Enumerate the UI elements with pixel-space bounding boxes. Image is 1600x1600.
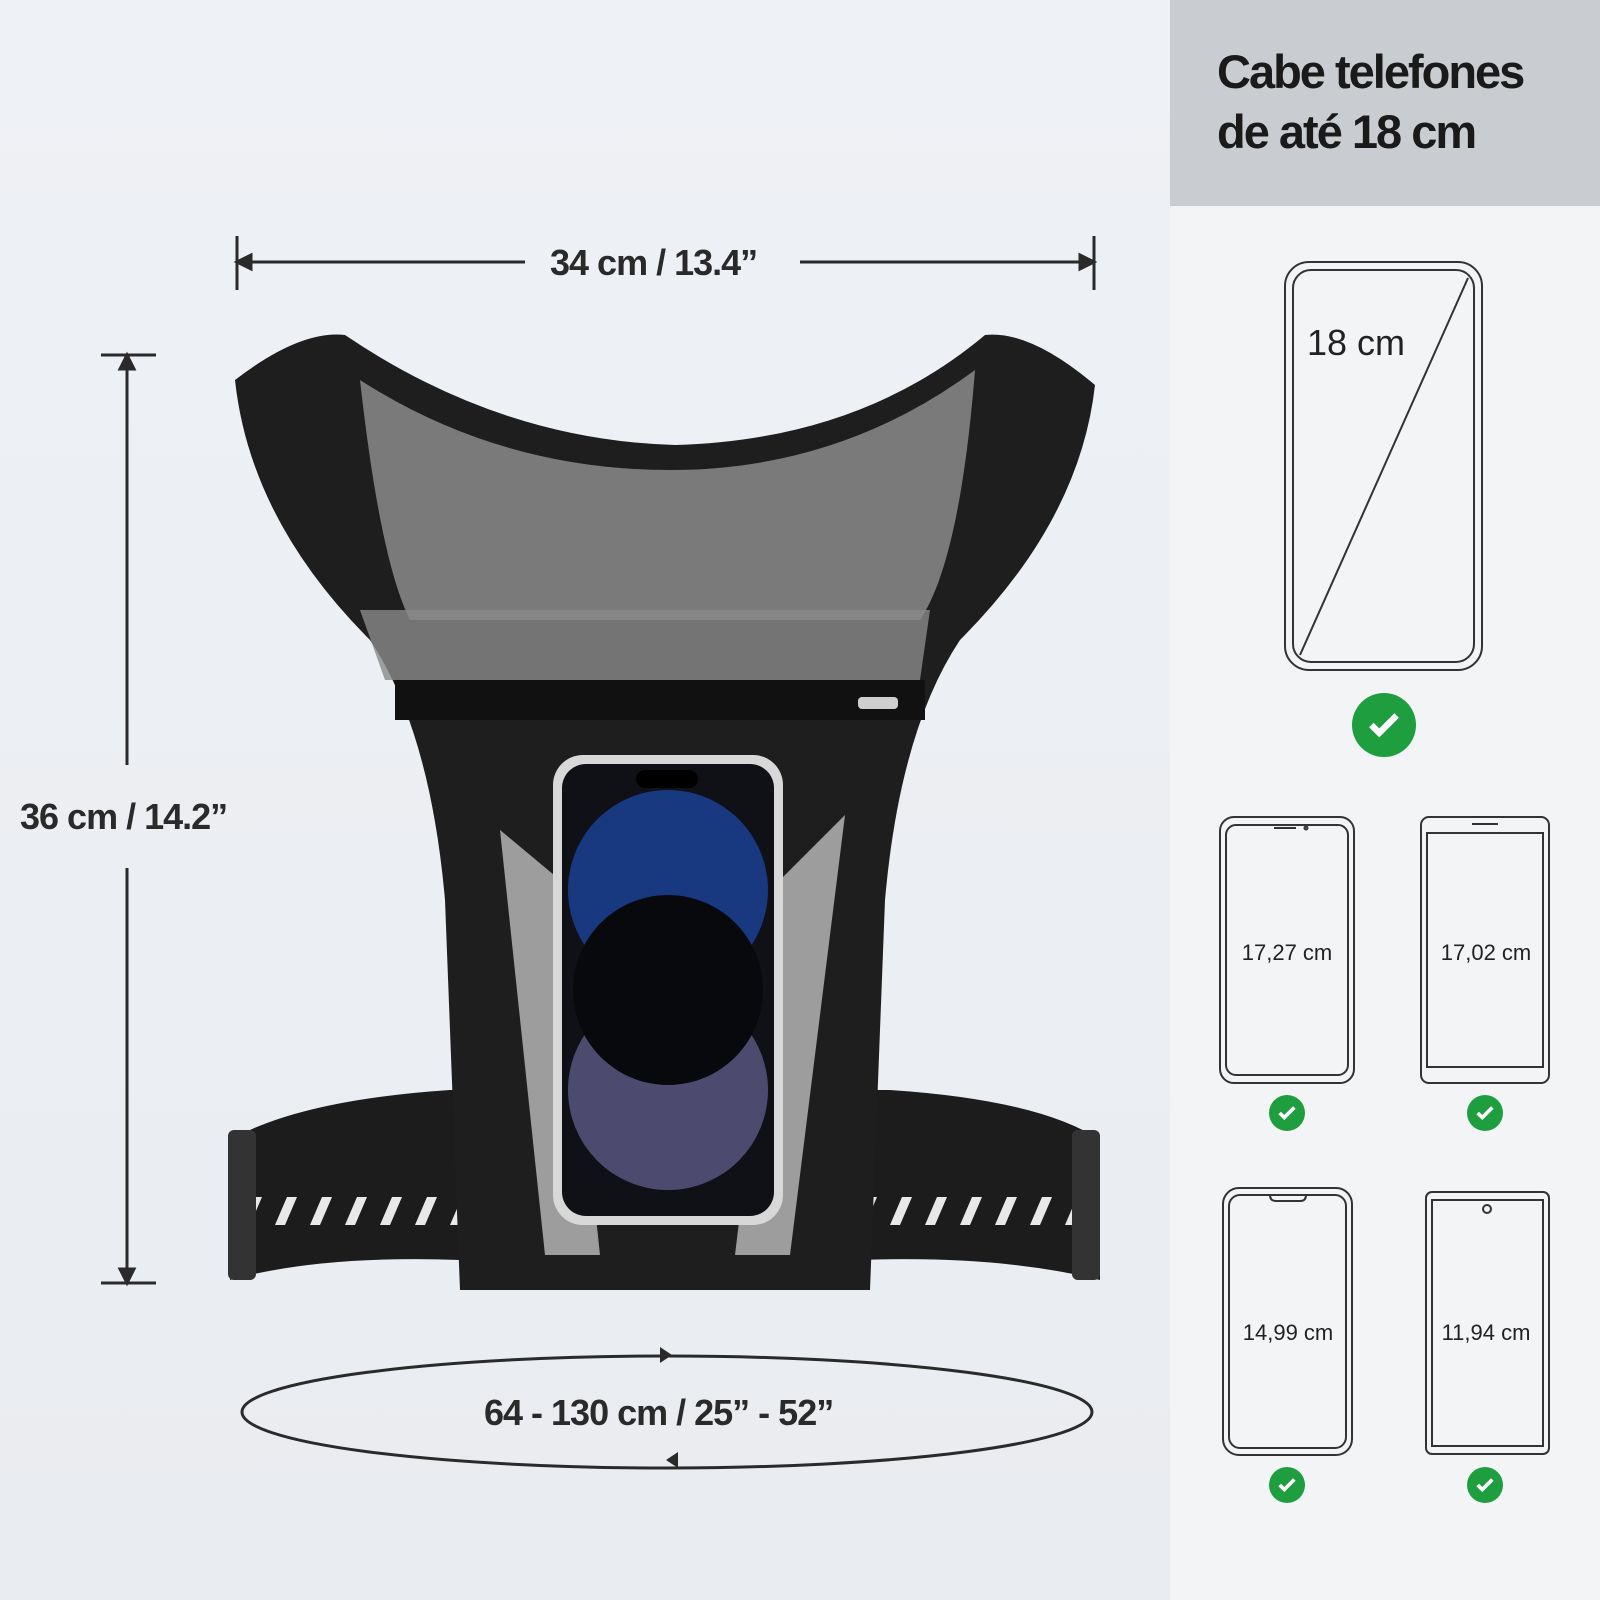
phone-outline-icon-3 <box>1222 1187 1353 1456</box>
compatibility-panel <box>1170 0 1600 1600</box>
check-icon <box>1269 1095 1305 1131</box>
title-line-2: de até 18 cm <box>1217 105 1477 158</box>
width-dimension-line <box>233 236 1098 290</box>
vest-illustration <box>101 236 1100 1470</box>
height-label: 36 cm / 14.2” <box>20 796 228 837</box>
width-label: 34 cm / 13.4” <box>550 242 758 283</box>
check-icon <box>1467 1095 1503 1131</box>
waist-label: 64 - 130 cm / 25” - 52” <box>484 1392 834 1433</box>
compatibility-title: Cabe telefones de até 18 cm <box>1217 42 1525 162</box>
phone-label-3: 14,99 cm <box>1242 1320 1334 1345</box>
height-dimension-line <box>101 351 156 1287</box>
title-line-1: Cabe telefones <box>1217 45 1525 98</box>
phone-label-4: 11,94 cm <box>1441 1320 1531 1345</box>
phone-in-window <box>553 755 783 1225</box>
max-phone-label: 18 cm <box>1307 322 1406 363</box>
phone-outline-icon-4 <box>1425 1191 1550 1455</box>
compatibility-header <box>1170 0 1600 206</box>
max-phone-outline-icon <box>1284 261 1483 671</box>
phone-label-1: 17,27 cm <box>1241 940 1333 965</box>
phone-outline-icon-1 <box>1219 816 1355 1084</box>
phone-outlines <box>1219 261 1550 1456</box>
phone-label-2: 17,02 cm <box>1440 940 1532 965</box>
waist-dimension-ellipse <box>240 1347 1094 1470</box>
phone-outline-icon-2 <box>1420 816 1550 1084</box>
check-icon <box>1352 693 1416 757</box>
check-icon <box>1467 1467 1503 1503</box>
check-icon <box>1269 1467 1305 1503</box>
